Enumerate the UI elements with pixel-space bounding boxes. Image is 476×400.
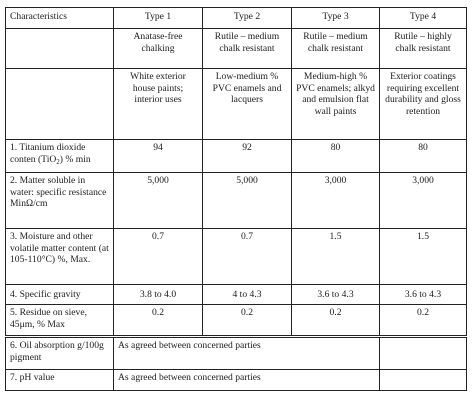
subtype-type-3: Rutile – medium chalk resistant <box>291 28 380 69</box>
row-value: 5,000 <box>202 172 292 229</box>
row-value: 1.5 <box>291 228 380 285</box>
subtype-row: Anatase-free chalking Rutile – medium ch… <box>5 28 467 69</box>
row-value: 0.7 <box>202 228 292 285</box>
subtype-cell-empty <box>5 28 114 69</box>
table-container: Characteristics Type 1 Type 2 Type 3 Typ… <box>5 7 467 391</box>
row-label: 1. Titanium dioxide conten (TiO2) % min <box>5 139 114 173</box>
row-value: 3.6 to 4.3 <box>291 284 380 305</box>
subtype-type-1: Anatase-free chalking <box>113 28 203 69</box>
header-characteristics: Characteristics <box>5 7 114 29</box>
table-row: 6. Oil absorption g/100g pigment As agre… <box>5 335 467 370</box>
subtype-type-2: Rutile – medium chalk resistant <box>202 28 292 69</box>
row-label-text: ) % min <box>59 153 91 165</box>
row-merged-value: As agreed between concerned parties <box>113 335 380 370</box>
row-value: 92 <box>202 139 292 173</box>
table-row: 2. Matter soluble in water: specific res… <box>5 172 467 229</box>
specifications-table: Characteristics Type 1 Type 2 Type 3 Typ… <box>5 7 467 391</box>
uses-cell-empty <box>5 68 114 140</box>
header-row: Characteristics Type 1 Type 2 Type 3 Typ… <box>5 7 467 29</box>
row-value: 4 to 4.3 <box>202 284 292 305</box>
row-value: 80 <box>379 139 467 173</box>
uses-row: White exterior house paints; interior us… <box>5 68 467 140</box>
row-value: 0.7 <box>113 228 203 285</box>
row-value: 0.2 <box>202 304 292 337</box>
row-label-text: 1. Titanium dioxide conten (TiO <box>10 142 86 165</box>
table-row: 1. Titanium dioxide conten (TiO2) % min … <box>5 139 467 173</box>
uses-type-2: Low-medium % PVC enamels and lacquers <box>202 68 292 140</box>
uses-type-4: Exterior coatings requiring excellent du… <box>379 68 467 140</box>
row-value: 5,000 <box>113 172 203 229</box>
row-value: 0.2 <box>379 304 467 337</box>
row-value: 0.2 <box>291 304 380 337</box>
row-merged-value: As agreed between concerned parties <box>113 369 380 391</box>
row-value: 1.5 <box>379 228 467 285</box>
row-label: 4. Specific gravity <box>5 284 114 305</box>
uses-type-1: White exterior house paints; interior us… <box>113 68 203 140</box>
table-row: 4. Specific gravity 3.8 to 4.0 4 to 4.3 … <box>5 284 467 305</box>
row-label-subscript: 2 <box>56 157 60 166</box>
row-value: 3.6 to 4.3 <box>379 284 467 305</box>
row-value: 3,000 <box>291 172 380 229</box>
row-empty-cell <box>379 335 467 370</box>
row-value: 80 <box>291 139 380 173</box>
header-type-2: Type 2 <box>202 7 292 29</box>
table-row: 5. Residue on sieve, 45μm, % Max 0.2 0.2… <box>5 304 467 337</box>
row-value: 94 <box>113 139 203 173</box>
header-type-1: Type 1 <box>113 7 203 29</box>
row-value: 3.8 to 4.0 <box>113 284 203 305</box>
table-row: 3. Moisture and other volatile matter co… <box>5 228 467 285</box>
row-value: 0.2 <box>113 304 203 337</box>
row-label: 3. Moisture and other volatile matter co… <box>5 228 114 285</box>
header-type-3: Type 3 <box>291 7 380 29</box>
row-empty-cell <box>379 369 467 391</box>
row-label: 6. Oil absorption g/100g pigment <box>5 335 114 370</box>
uses-type-3: Medium-high % PVC enamels; alkyd and emu… <box>291 68 380 140</box>
subtype-type-4: Rutile – highly chalk resistant <box>379 28 467 69</box>
row-label: 2. Matter soluble in water: specific res… <box>5 172 114 229</box>
header-type-4: Type 4 <box>379 7 467 29</box>
row-value: 3,000 <box>379 172 467 229</box>
row-label: 5. Residue on sieve, 45μm, % Max <box>5 304 114 337</box>
row-label: 7. pH value <box>5 369 114 391</box>
table-row: 7. pH value As agreed between concerned … <box>5 369 467 391</box>
